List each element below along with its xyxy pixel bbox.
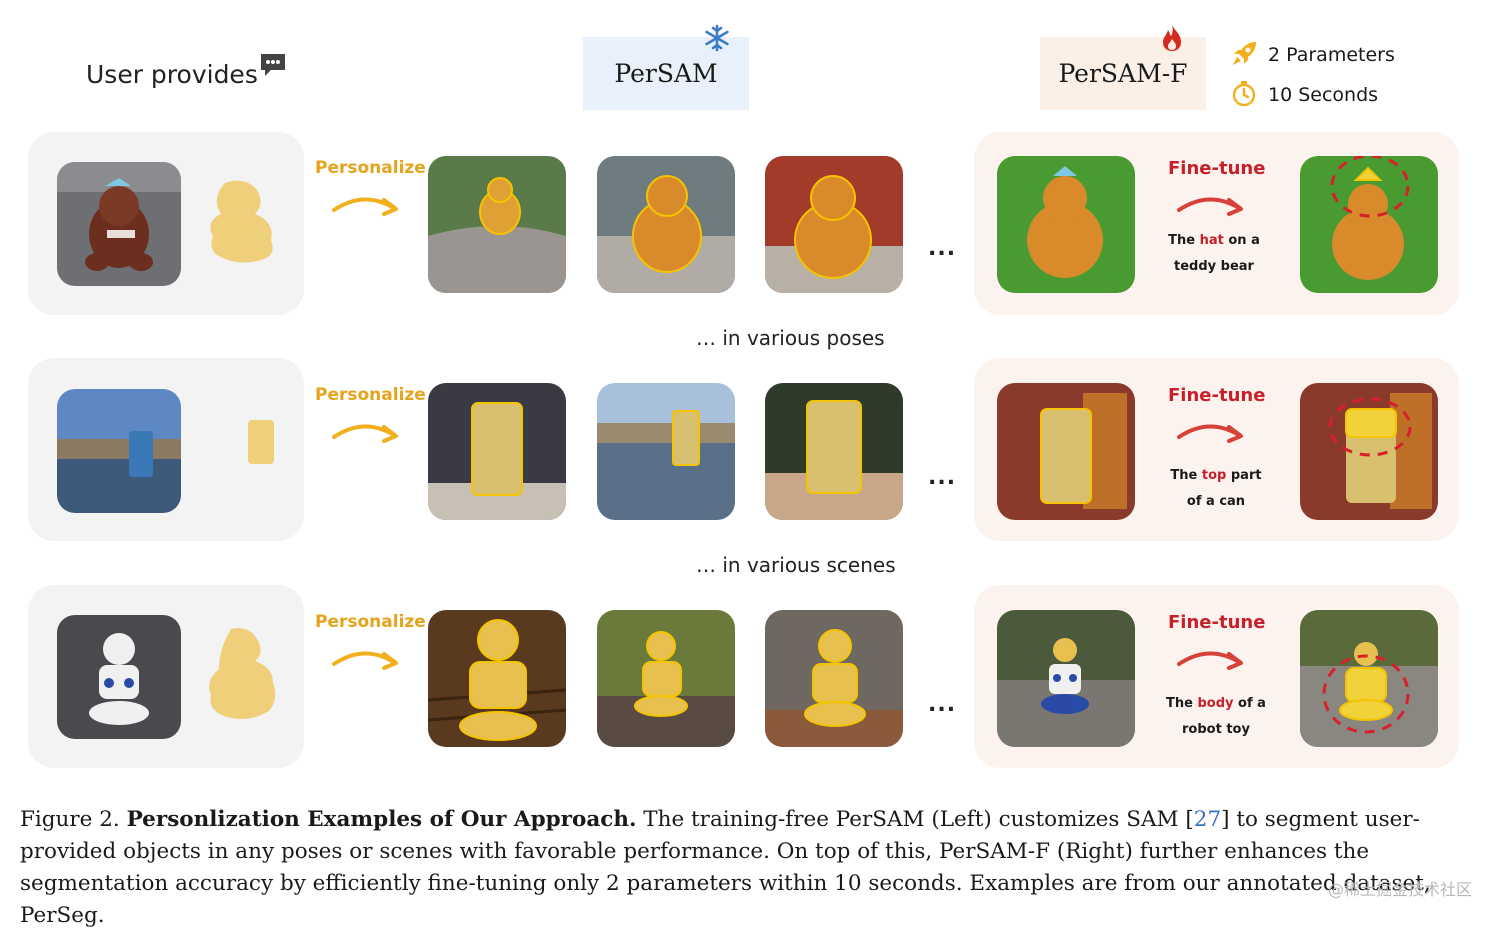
result-image-robot-3 xyxy=(765,610,903,747)
persam-f-title: PerSAM-F xyxy=(1058,59,1188,88)
finetune-label-1: Fine-tune xyxy=(1168,158,1266,179)
finetune-label-2: Fine-tune xyxy=(1168,385,1266,406)
watermark: @稀土掘金技术社区 xyxy=(1328,880,1473,899)
reference-mask-teddy xyxy=(210,180,273,263)
reference-image-robot xyxy=(57,615,181,739)
user-provides-label: User provides xyxy=(86,60,258,89)
finetune-result-robot xyxy=(1300,610,1438,747)
result-image-teddy-1 xyxy=(428,156,566,293)
result-image-can-3 xyxy=(765,383,903,520)
result-image-robot-1 xyxy=(428,610,566,747)
reference-mask-robot xyxy=(209,628,276,719)
personalize-label-3: Personalize xyxy=(315,612,426,632)
snowflake-icon xyxy=(705,24,729,52)
result-image-teddy-2 xyxy=(597,156,735,293)
fire-icon xyxy=(1163,25,1181,51)
finetune-arrow-2 xyxy=(1177,424,1243,443)
finetune-description-1: The hat on a teddy bear xyxy=(1168,233,1260,274)
personalize-arrow-2 xyxy=(332,424,398,443)
finetune-label-3: Fine-tune xyxy=(1168,612,1266,633)
finetune-arrow-3 xyxy=(1177,651,1243,670)
finetune-input-can xyxy=(997,383,1135,520)
result-image-can-1 xyxy=(428,383,566,520)
result-image-teddy-3 xyxy=(765,156,903,293)
reference-mask-can xyxy=(248,420,274,464)
chat-bubble-icon xyxy=(261,54,285,76)
reference-image-teddy xyxy=(57,162,181,286)
finetune-result-can xyxy=(1300,383,1438,520)
parameters-stat: 2 Parameters xyxy=(1268,44,1395,66)
result-image-robot-2 xyxy=(597,610,735,747)
finetune-input-robot xyxy=(997,610,1135,747)
personalize-label-1: Personalize xyxy=(315,158,426,178)
result-image-can-2 xyxy=(597,383,735,520)
various-poses-label: … in various poses xyxy=(696,326,885,350)
more-dots-3: ... xyxy=(928,692,957,717)
finetune-result-teddy xyxy=(1300,156,1438,293)
persam-title: PerSAM xyxy=(614,59,718,88)
various-scenes-label: … in various scenes xyxy=(696,553,896,577)
stopwatch-icon xyxy=(1232,81,1256,107)
citation-link[interactable]: 27 xyxy=(1193,807,1222,832)
figure-caption: Figure 2. Personlization Examples of Our… xyxy=(20,807,1431,928)
reference-image-can xyxy=(57,389,181,513)
finetune-input-teddy xyxy=(997,156,1135,293)
more-dots-2: ... xyxy=(928,465,957,490)
finetune-arrow-1 xyxy=(1177,197,1243,216)
personalize-label-2: Personalize xyxy=(315,385,426,405)
finetune-description-3: The body of a robot toy xyxy=(1166,696,1266,737)
finetune-description-2: The top part of a can xyxy=(1170,468,1262,509)
personalize-arrow-1 xyxy=(332,197,398,216)
rocket-icon xyxy=(1233,42,1256,65)
persam-f-header: PerSAM-F xyxy=(1040,37,1206,110)
time-stat: 10 Seconds xyxy=(1268,84,1379,106)
personalize-arrow-3 xyxy=(332,651,398,670)
more-dots-1: ... xyxy=(928,236,957,261)
